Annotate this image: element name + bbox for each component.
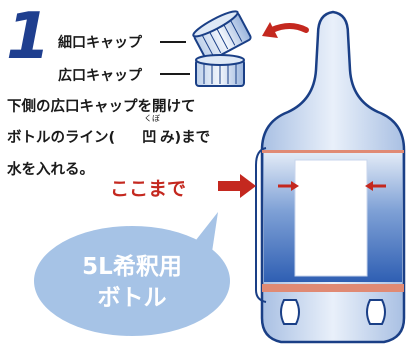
open-cap-arrow [262,22,309,38]
step-number: 1 [6,0,51,74]
callout-label: ここまで [110,178,187,200]
small-cap-icon [192,10,252,63]
ruby-reading: くぼ [144,114,160,123]
instruction-line-2-start: ボトルのライン( [7,130,116,146]
wide-cap-icon [195,54,245,87]
bubble-line-1: 5L希釈用 [82,254,182,280]
instruction-line-3: 水を入れる。 [7,162,94,178]
fill-line [262,150,404,153]
base-recess-left [280,299,300,325]
label-panel [294,159,368,277]
wide-cap-label: 広口キャップ [58,68,142,84]
bubble-text: 5L希釈用 ボトル [48,252,216,314]
dent-arrow-right [365,181,386,191]
small-cap-label: 細口キャップ [58,35,142,51]
instruction-line-2-kanji: 凹 [142,130,157,146]
speech-bubble [34,212,230,336]
bottom-band [262,284,404,292]
callout-arrow [218,174,256,198]
instruction-line-1: 下側の広口キャップを開けて [7,99,196,115]
dent-arrow-left [278,181,299,191]
bubble-line-2: ボトル [97,285,167,311]
base-recess-right [366,299,386,325]
instruction-line-2-end: み)まで [160,130,211,146]
